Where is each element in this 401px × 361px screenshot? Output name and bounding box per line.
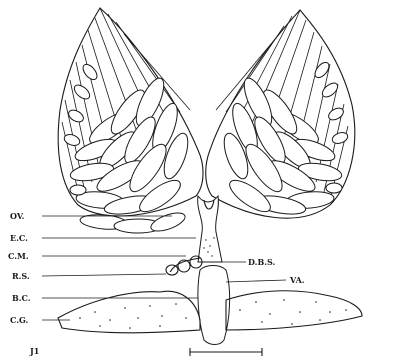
receptaculum-coil	[166, 256, 202, 275]
label-va: VA.	[289, 275, 305, 285]
label-cm: C.M.	[8, 251, 29, 261]
label-rs: R.S.	[12, 271, 30, 281]
bursa-copulatrix	[198, 266, 230, 345]
vagina-mass	[226, 291, 362, 330]
cement-gland	[58, 291, 200, 333]
right-ova	[219, 60, 349, 218]
label-corner: J1	[29, 346, 39, 356]
label-ov: OV.	[10, 211, 25, 221]
label-ec: E.C.	[10, 233, 28, 243]
label-cg: C.G.	[10, 315, 29, 325]
scale-bar	[190, 348, 262, 356]
left-ova	[63, 62, 193, 235]
label-bc: B.C.	[12, 293, 31, 303]
central-stalk	[198, 196, 222, 262]
label-dbs: D.B.S.	[248, 257, 275, 267]
leader-lines	[42, 216, 286, 320]
